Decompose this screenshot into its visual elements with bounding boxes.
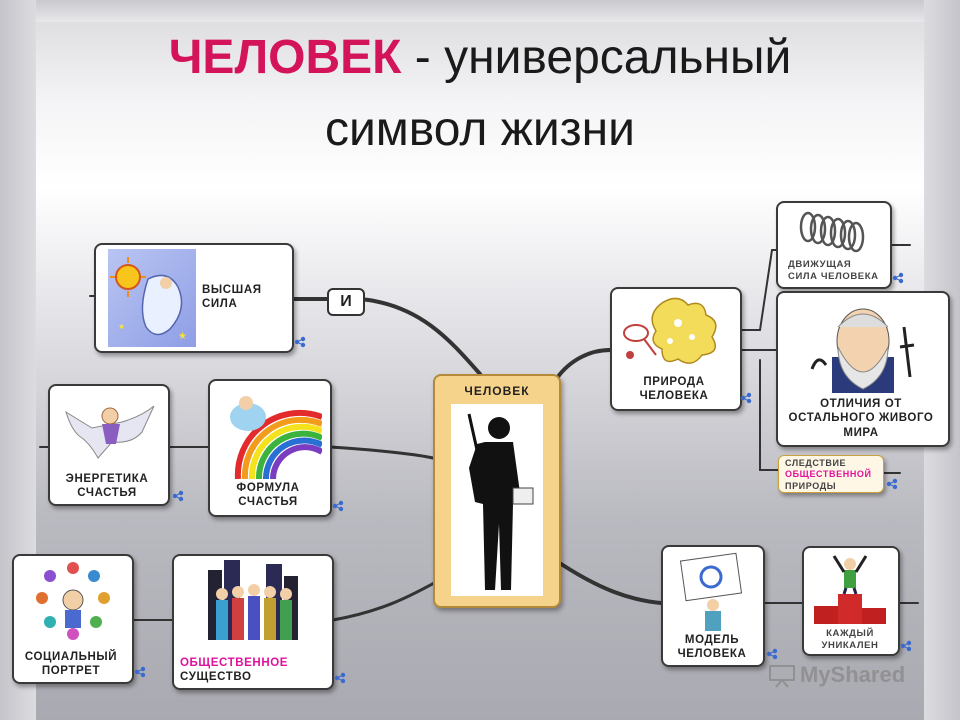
node-label: СЛЕДСТВИЕ ОБЩЕСТВЕННОЙ ПРИРОДЫ xyxy=(785,458,872,491)
node-model[interactable]: МОДЕЛЬ ЧЕЛОВЕКА xyxy=(661,545,765,667)
link-obshch xyxy=(331,578,442,622)
amoeba-image xyxy=(622,293,728,369)
node-dvizh-sila[interactable]: ДВИЖУЩАЯ СИЛА ЧЕЛОВЕКА xyxy=(776,201,892,289)
podium-winner-image xyxy=(814,550,886,624)
node-link-icon[interactable] xyxy=(892,272,904,284)
node-label: ЭНЕРГЕТИКА СЧАСТЬЯ xyxy=(65,473,149,500)
center-node[interactable]: ЧЕЛОВЕК xyxy=(433,374,561,608)
slide-title: ЧЕЛОВЕК - универсальный xyxy=(0,34,960,82)
darwin-portrait-image xyxy=(808,297,918,393)
presentation-icon xyxy=(769,665,795,688)
node-soc-portret[interactable]: СОЦИАЛЬНЫЙ ПОРТРЕТ xyxy=(12,554,134,684)
node-energetika[interactable]: ЭНЕРГЕТИКА СЧАСТЬЯ xyxy=(48,384,170,506)
node-vysshaya-sila[interactable]: ★★ ВЫСШАЯ СИЛА xyxy=(94,243,294,353)
spring-image xyxy=(796,207,866,253)
watermark: MyShared xyxy=(768,662,905,688)
node-label: ОБЩЕСТВЕННОЕ СУЩЕСТВО xyxy=(180,657,289,684)
link-model xyxy=(553,558,663,605)
watermark-text: MyShared xyxy=(800,662,906,687)
model-image xyxy=(679,551,745,631)
svg-text:★: ★ xyxy=(178,331,187,342)
flying-figure-image xyxy=(62,392,156,464)
node-unikalen[interactable]: КАЖДЫЙ УНИКАЛЕН xyxy=(802,546,900,656)
city-people-image xyxy=(208,560,298,646)
people-circle-image xyxy=(34,560,112,642)
node-label: ДВИЖУЩАЯ СИЛА ЧЕЛОВЕКА xyxy=(788,259,879,282)
node-label: МОДЕЛЬ ЧЕЛОВЕКА xyxy=(677,634,747,661)
title-accent: ЧЕЛОВЕК xyxy=(168,31,402,84)
node-link-icon[interactable] xyxy=(134,666,146,678)
rainbow-angel-image xyxy=(216,387,322,479)
title-rest: - универсальный xyxy=(401,31,792,84)
node-priroda[interactable]: ПРИРОДА ЧЕЛОВЕКА xyxy=(610,287,742,411)
node-link-icon[interactable] xyxy=(740,392,752,404)
link-sledstvie xyxy=(759,359,779,471)
node-formula[interactable]: ФОРМУЛА СЧАСТЬЯ xyxy=(208,379,332,517)
node-link-icon[interactable] xyxy=(294,336,306,348)
center-label: ЧЕЛОВЕК xyxy=(464,384,530,398)
node-link-icon[interactable] xyxy=(900,640,912,652)
man-silhouette-image xyxy=(451,404,543,596)
slide-title-line2: символ жизни xyxy=(324,103,635,156)
node-link-icon[interactable] xyxy=(172,490,184,502)
link-priroda xyxy=(555,348,612,380)
node-label: ОТЛИЧИЯ ОТ ОСТАЛЬНОГО ЖИВОГО МИРА xyxy=(788,398,934,439)
svg-text:★: ★ xyxy=(118,322,125,331)
node-otlichiya[interactable]: ОТЛИЧИЯ ОТ ОСТАЛЬНОГО ЖИВОГО МИРА xyxy=(776,291,950,447)
node-link-icon[interactable] xyxy=(334,672,346,684)
link-vysshaya-sila xyxy=(290,297,482,376)
node-link-icon[interactable] xyxy=(886,478,898,490)
frame-top xyxy=(0,0,960,22)
angel-sun-image: ★★ xyxy=(108,249,196,347)
connector-and[interactable]: И xyxy=(327,288,365,316)
node-obshch-sushch[interactable]: ОБЩЕСТВЕННОЕ СУЩЕСТВО xyxy=(172,554,334,690)
node-label: ФОРМУЛА СЧАСТЬЯ xyxy=(236,482,300,509)
link-dvizh xyxy=(738,249,779,331)
node-link-icon[interactable] xyxy=(766,648,778,660)
node-label: СОЦИАЛЬНЫЙ ПОРТРЕТ xyxy=(24,651,118,678)
node-label: ВЫСШАЯ СИЛА xyxy=(202,284,262,311)
node-link-icon[interactable] xyxy=(332,500,344,512)
node-label: ПРИРОДА ЧЕЛОВЕКА xyxy=(639,376,709,403)
node-sledstvie[interactable]: СЛЕДСТВИЕ ОБЩЕСТВЕННОЙ ПРИРОДЫ xyxy=(778,455,884,493)
link-formula xyxy=(328,445,435,460)
node-label: КАЖДЫЙ УНИКАЛЕН xyxy=(821,628,879,651)
